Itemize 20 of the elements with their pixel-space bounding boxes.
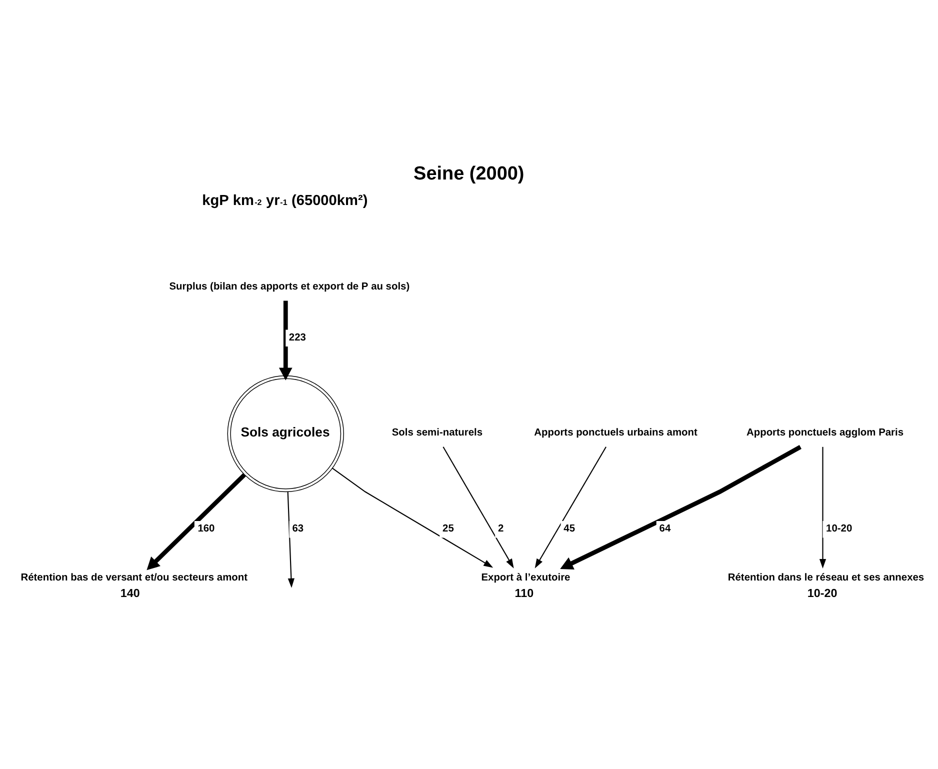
label: kgP km-2 yr-1 (65000km²)	[202, 192, 368, 209]
edge-label: 25	[442, 524, 454, 535]
edge-label: 45	[564, 524, 576, 535]
node-text: Rétention dans le réseau et ses annexes	[728, 572, 924, 584]
edge-label: 160	[198, 524, 215, 535]
diagram-title: Seine (2000)	[414, 163, 524, 184]
node-text: Apports ponctuels urbains amont	[534, 428, 698, 439]
node-text: Export à l’exutoire	[481, 572, 570, 584]
node-label: 110	[514, 587, 534, 600]
node-text: Apports ponctuels agglom Paris	[746, 428, 904, 439]
edge-label: 10-20	[826, 524, 852, 535]
node-text: Rétention bas de versant et/ou secteurs amont	[20, 572, 248, 584]
node-text: Surplus (bilan des apports et export de P au sols)	[169, 281, 410, 292]
node-text: Sols semi-naturels	[392, 428, 483, 439]
edge-label: 2	[498, 524, 504, 535]
node-label: 10-20	[807, 587, 838, 600]
node-label: 140	[120, 587, 140, 600]
edge-label: 223	[288, 332, 306, 344]
edge-label: 63	[292, 524, 304, 535]
edge-label: 64	[659, 524, 671, 535]
